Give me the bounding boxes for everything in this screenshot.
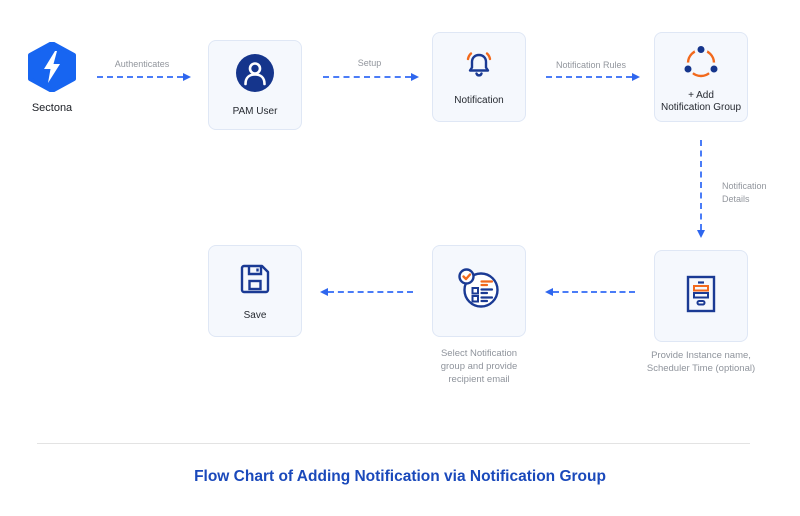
caption-line2: group and provide — [440, 361, 518, 372]
node-save: Save — [208, 245, 302, 337]
caption-line1: Select Notification — [440, 348, 518, 359]
arrowhead-right-icon — [632, 73, 640, 81]
arrow-setup — [323, 73, 419, 81]
node-label-notification: Notification — [454, 94, 504, 106]
caption-line2: Scheduler Time (optional) — [646, 363, 756, 374]
arrow-label-line2: Details — [722, 194, 750, 204]
arrow-label-notification-rules: Notification Rules — [555, 60, 627, 70]
node-provide-instance — [654, 250, 748, 342]
arrow-select-to-save — [320, 288, 413, 296]
arrowhead-right-icon — [411, 73, 419, 81]
node-label-add-notification-group: + Add Notification Group — [661, 90, 741, 114]
chart-title: Flow Chart of Adding Notification via No… — [194, 468, 606, 485]
footer-divider — [37, 443, 750, 444]
caption-line3: recipient email — [448, 374, 510, 385]
arrowhead-right-icon — [183, 73, 191, 81]
caption-provide-instance: Provide Instance name, Scheduler Time (o… — [624, 349, 778, 375]
form-icon — [684, 274, 718, 319]
arrow-label-authenticates: Authenticates — [114, 59, 170, 69]
arrowhead-left-icon — [545, 288, 553, 296]
node-notification: Notification — [432, 32, 526, 122]
node-select-notification-group — [432, 245, 526, 337]
sectona-logo-icon — [26, 41, 78, 96]
arrow-label-setup: Setup — [357, 58, 382, 68]
start-node-sectona: Sectona — [23, 41, 81, 114]
caption-select-notification-group: Select Notification group and provide re… — [402, 347, 556, 386]
node-label-pam-user: PAM User — [232, 105, 278, 117]
arrow-provide-to-select — [545, 288, 635, 296]
arrow-notification-rules — [546, 73, 640, 81]
checklist-icon — [456, 267, 502, 315]
arrow-authenticates — [97, 73, 191, 81]
node-add-notification-group: + Add Notification Group — [654, 32, 748, 122]
arrowhead-down-icon — [697, 230, 705, 238]
start-node-label: Sectona — [31, 102, 73, 114]
node-pam-user: PAM User — [208, 40, 302, 130]
arrowhead-left-icon — [320, 288, 328, 296]
user-icon — [235, 53, 275, 98]
caption-line1: Provide Instance name, — [651, 350, 751, 361]
node-label-line2: Notification Group — [660, 101, 742, 113]
node-label-save: Save — [243, 309, 267, 321]
arrow-label-notification-details: Notification Details — [722, 180, 786, 206]
group-icon — [680, 41, 722, 86]
arrow-notification-details — [697, 140, 705, 238]
arrow-label-line1: Notification — [722, 181, 767, 191]
node-label-line1: + Add — [688, 89, 714, 101]
save-icon — [237, 261, 273, 302]
bell-icon — [461, 48, 497, 87]
